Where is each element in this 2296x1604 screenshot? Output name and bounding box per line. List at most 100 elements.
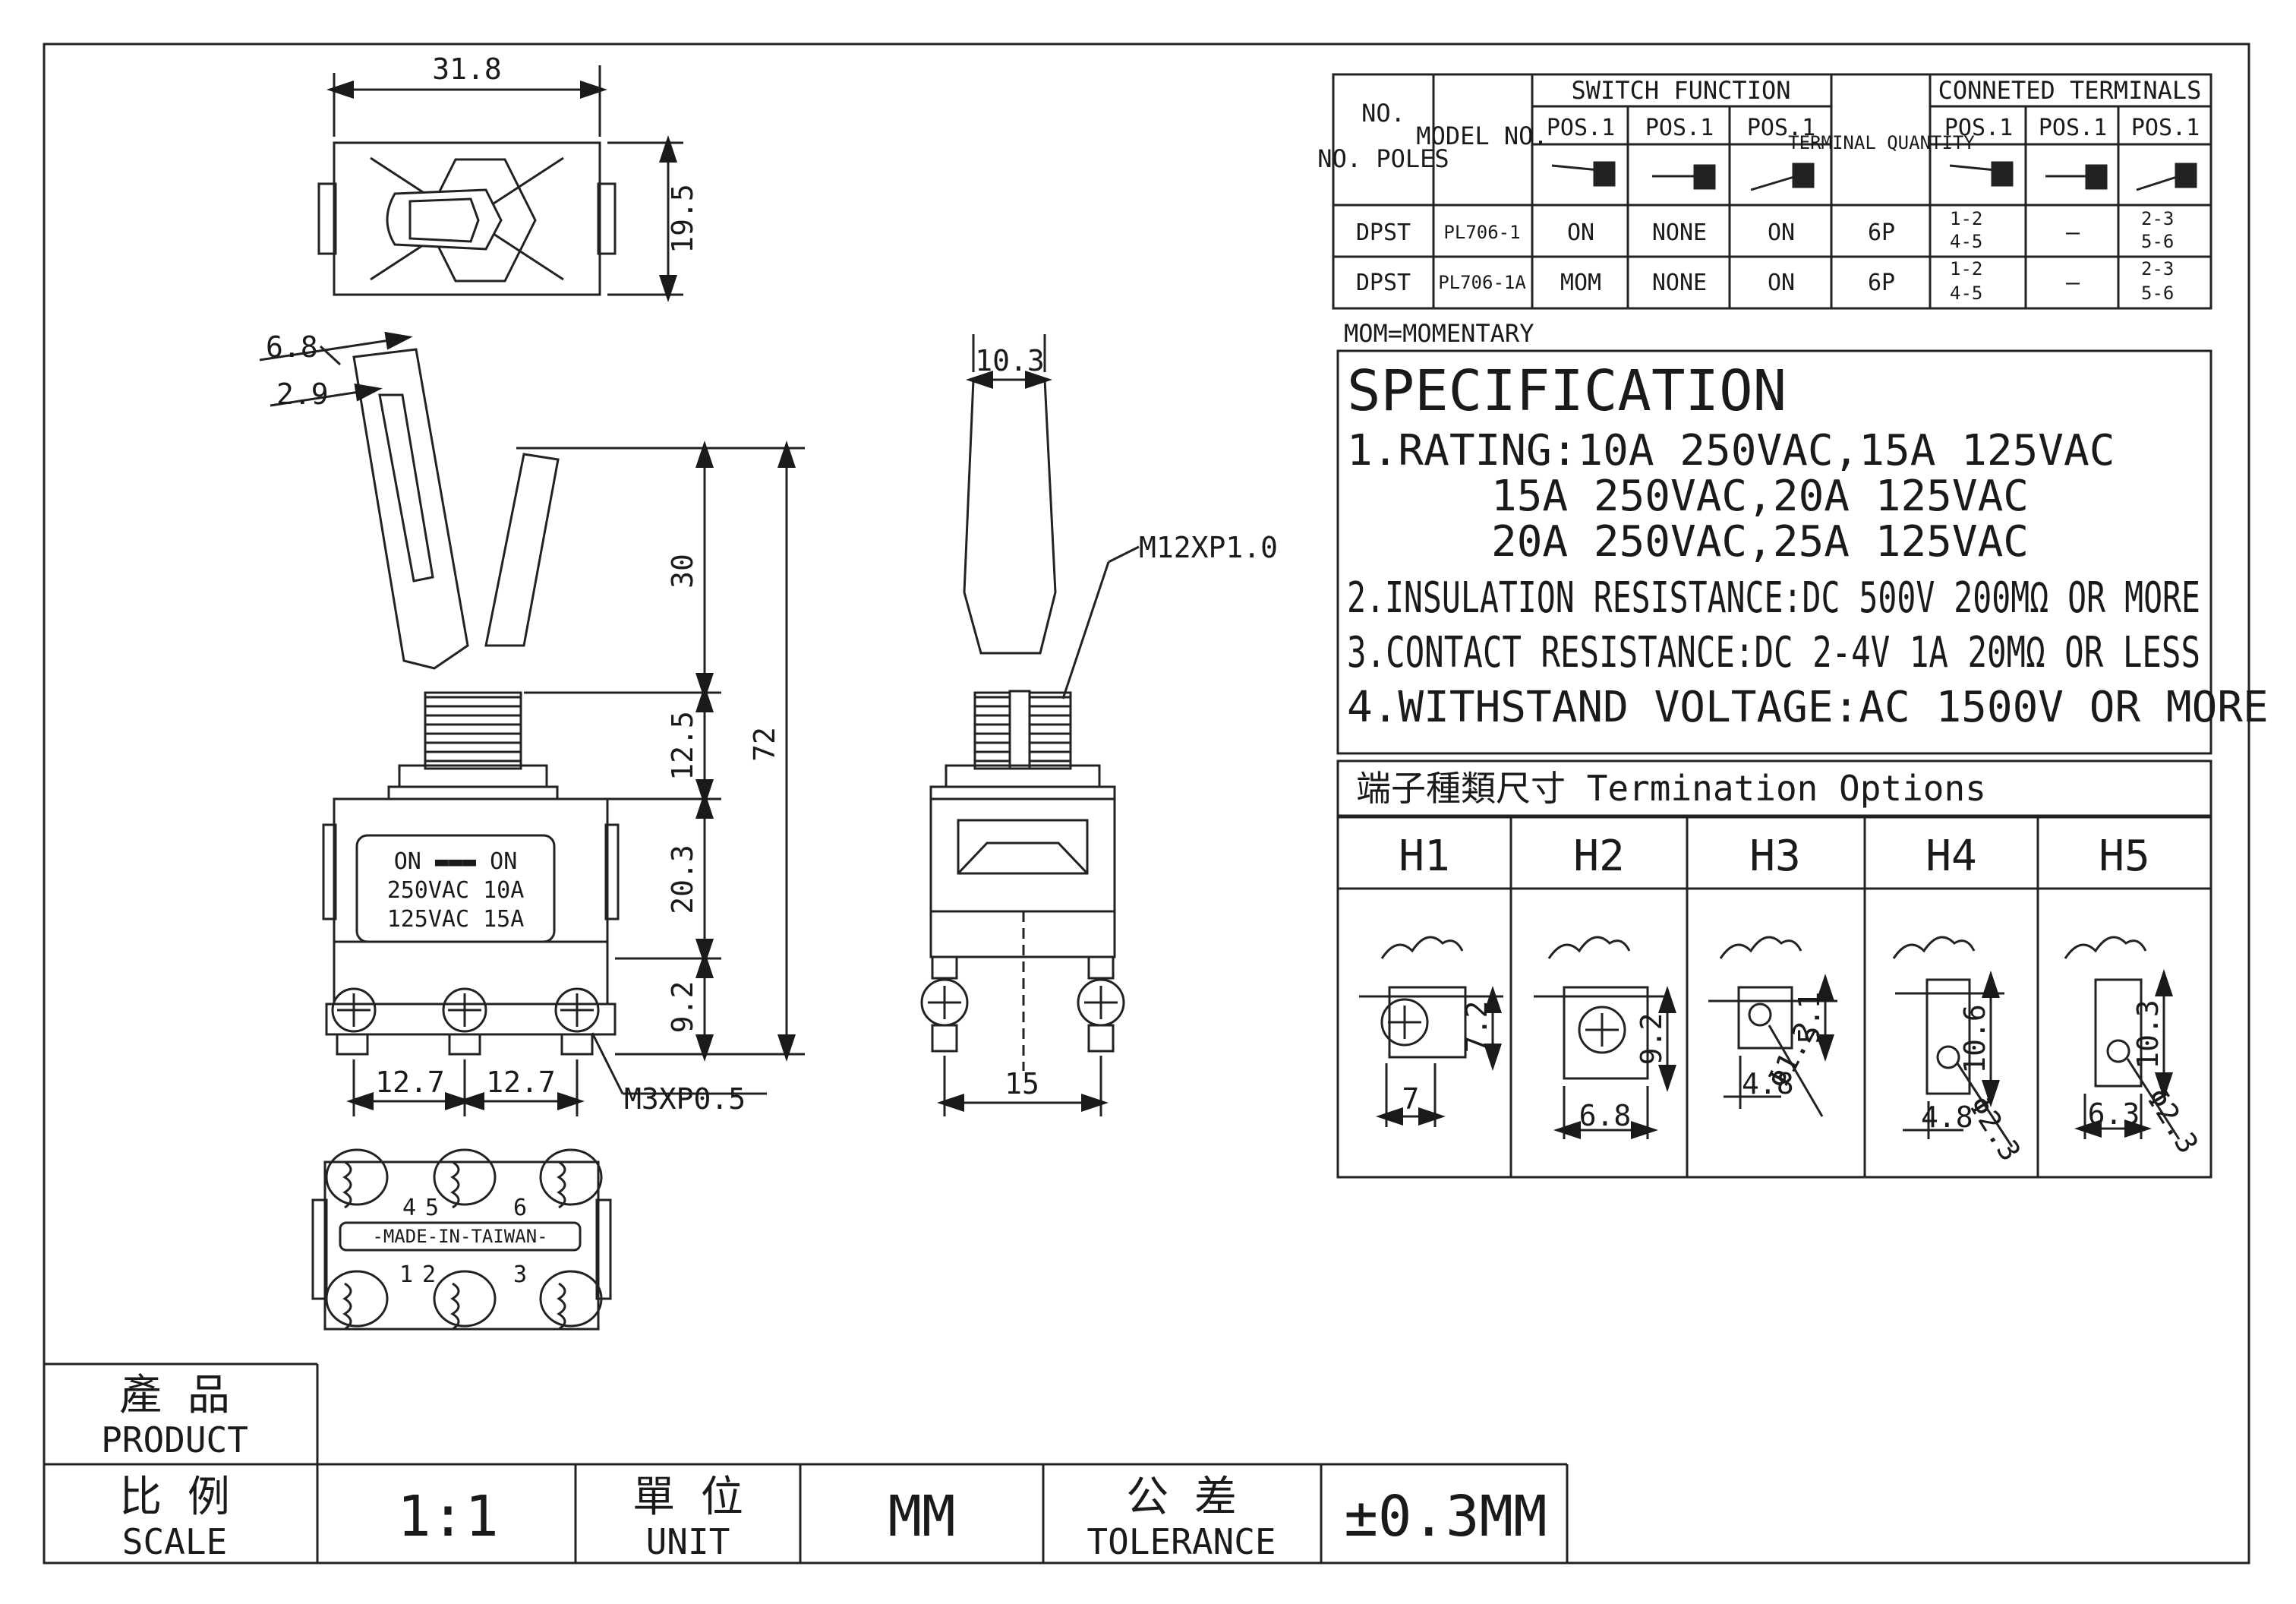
hdr-terminal-qty: TERMINAL QUANTITY	[1788, 132, 1975, 153]
spec-line-2: 15A 250VAC,20A 125VAC	[1491, 472, 2029, 521]
scale-label-zh: 比 例	[119, 1473, 230, 1522]
row2-f3: ON	[1768, 270, 1795, 296]
product-label-en: PRODUCT	[101, 1419, 248, 1460]
hdr-pos-a1: POS.1	[1547, 115, 1615, 141]
row2-f2: NONE	[1652, 270, 1707, 296]
hdr-poles: NO. POLES	[1317, 144, 1449, 173]
row1-f3: ON	[1768, 219, 1795, 246]
term-h3-dim-a: 5.1	[1793, 992, 1826, 1044]
scale-label-en: SCALE	[122, 1521, 227, 1562]
term-h4-name: H4	[1925, 832, 1976, 881]
spec-frame	[1336, 349, 2212, 755]
dim-30: 30	[666, 554, 699, 589]
term-h5-dim-a: 10.3	[2131, 999, 2165, 1069]
row1-c2: —	[2066, 219, 2080, 246]
terminal-num-1: 1	[399, 1261, 413, 1288]
dim-front-base: 15	[1004, 1067, 1039, 1100]
bottom-view	[311, 1148, 612, 1331]
front-view	[920, 334, 1140, 1116]
switch-position-icons	[1551, 161, 2197, 191]
hdr-pos-b3: POS.1	[2131, 115, 2200, 141]
made-in-taiwan: -MADE-IN-TAIWAN-	[372, 1226, 547, 1247]
term-h1-dim-a: 7.2	[1460, 1001, 1493, 1053]
title-block-grid	[44, 1362, 1569, 1563]
spec-line-1: 1.RATING:10A 250VAC,15A 125VAC	[1347, 426, 2115, 475]
dim-20-3: 20.3	[666, 845, 699, 914]
termination-title: 端子種類尺寸 Termination Options	[1356, 768, 1986, 809]
function-table-grid	[1332, 73, 2212, 310]
hdr-model: MODEL NO.	[1416, 122, 1547, 150]
row1-f2: NONE	[1652, 219, 1707, 246]
term-h5-dim-c: Φ2.3	[2140, 1082, 2205, 1159]
terminal-num-4: 4	[402, 1195, 416, 1221]
hdr-pos-a3: POS.1	[1747, 115, 1815, 141]
term-h2-dim-a: 9.2	[1635, 1013, 1668, 1066]
terminal-num-2: 2	[422, 1261, 436, 1288]
terminal-num-5: 5	[425, 1195, 439, 1221]
dim-9-2: 9.2	[666, 981, 699, 1034]
tolerance-label-en: TOLERANCE	[1086, 1521, 1276, 1562]
switch-label-line2: 250VAC 10A	[387, 877, 525, 904]
row2-qty: 6P	[1868, 270, 1895, 296]
unit-label-zh: 單 位	[632, 1473, 743, 1522]
dim-pitch-left: 12.7	[375, 1066, 445, 1099]
thread-spec: M12XP1.0	[1139, 531, 1278, 564]
row1-f1: ON	[1567, 219, 1594, 246]
row1-c1b: 4-5	[1950, 231, 1982, 252]
hdr-switch-function: SWITCH FUNCTION	[1572, 76, 1791, 105]
term-h3-name: H3	[1749, 832, 1800, 881]
hdr-connected-terminals: CONNETED TERMINALS	[1938, 76, 2202, 105]
spec-line-5: 3.CONTACT RESISTANCE:DC 2-4V 1A 20MΩ OR …	[1347, 628, 2200, 677]
hdr-pos-b1: POS.1	[1944, 115, 2013, 141]
side-view	[259, 331, 805, 1116]
switch-label-line3: 125VAC 15A	[387, 906, 525, 933]
row2-f1: MOM	[1560, 270, 1601, 296]
screw-spec: M3XP0.5	[624, 1082, 746, 1116]
tolerance-value: ±0.3MM	[1344, 1484, 1547, 1549]
termination-grid	[1336, 759, 2212, 1179]
unit-value: MM	[888, 1484, 955, 1549]
term-h4-dim-a: 10.6	[1958, 1004, 1992, 1074]
row2-c3a: 2-3	[2141, 258, 2174, 279]
row1-c1a: 1-2	[1950, 208, 1982, 229]
term-h5-dim-b: 6.3	[2088, 1097, 2140, 1131]
dim-top-height: 19.5	[666, 184, 699, 254]
row2-model: PL706-1A	[1438, 272, 1526, 293]
spec-title: SPECIFICATION	[1347, 358, 1787, 424]
top-view	[317, 65, 683, 302]
dim-lever-width: 6.8	[266, 330, 318, 364]
row1-poles: DPST	[1356, 219, 1411, 246]
terminal-num-6: 6	[513, 1195, 527, 1221]
product-label-zh: 產 品	[119, 1371, 230, 1420]
switch-label-line1: ON ▬▬▬ ON	[394, 848, 518, 875]
terminal-lug-group	[325, 1148, 603, 1331]
dim-pitch-right: 12.7	[486, 1066, 556, 1099]
term-h1-dim-b: 7	[1402, 1082, 1420, 1116]
table-row: DPST PL706-1 ON NONE ON 6P 1-2 4-5 — 2-3…	[1356, 208, 2174, 252]
row2-poles: DPST	[1356, 270, 1411, 296]
row2-c1b: 4-5	[1950, 283, 1982, 304]
spec-line-6: 4.WITHSTAND VOLTAGE:AC 1500V OR MORE	[1347, 683, 2269, 732]
scale-value: 1:1	[397, 1484, 499, 1549]
terminal-num-3: 3	[513, 1261, 527, 1288]
tolerance-label-zh: 公 差	[1126, 1473, 1237, 1522]
term-h2-dim-b: 6.8	[1579, 1099, 1632, 1132]
row2-c1a: 1-2	[1950, 258, 1982, 279]
spec-line-4: 2.INSULATION RESISTANCE:DC 500V 200MΩ OR…	[1347, 573, 2200, 623]
term-h3-dim-b: 4.8	[1742, 1067, 1794, 1100]
unit-label-en: UNIT	[646, 1521, 730, 1562]
row1-c3a: 2-3	[2141, 208, 2174, 229]
table-row: DPST PL706-1A MOM NONE ON 6P 1-2 4-5 — 2…	[1356, 258, 2174, 304]
term-h4-dim-b: 4.8	[1921, 1100, 1973, 1134]
dim-12-5: 12.5	[666, 711, 699, 781]
row1-qty: 6P	[1868, 219, 1895, 246]
row1-model: PL706-1	[1443, 222, 1520, 243]
sheet-border	[43, 43, 2250, 1565]
mom-note: MOM=MOMENTARY	[1344, 319, 1534, 348]
row2-c2: —	[2066, 270, 2080, 296]
termination-sketches	[1359, 936, 2181, 1148]
term-h5-name: H5	[2099, 832, 2149, 881]
dim-total-72: 72	[748, 727, 781, 762]
hdr-poles-1: NO.	[1361, 99, 1405, 128]
